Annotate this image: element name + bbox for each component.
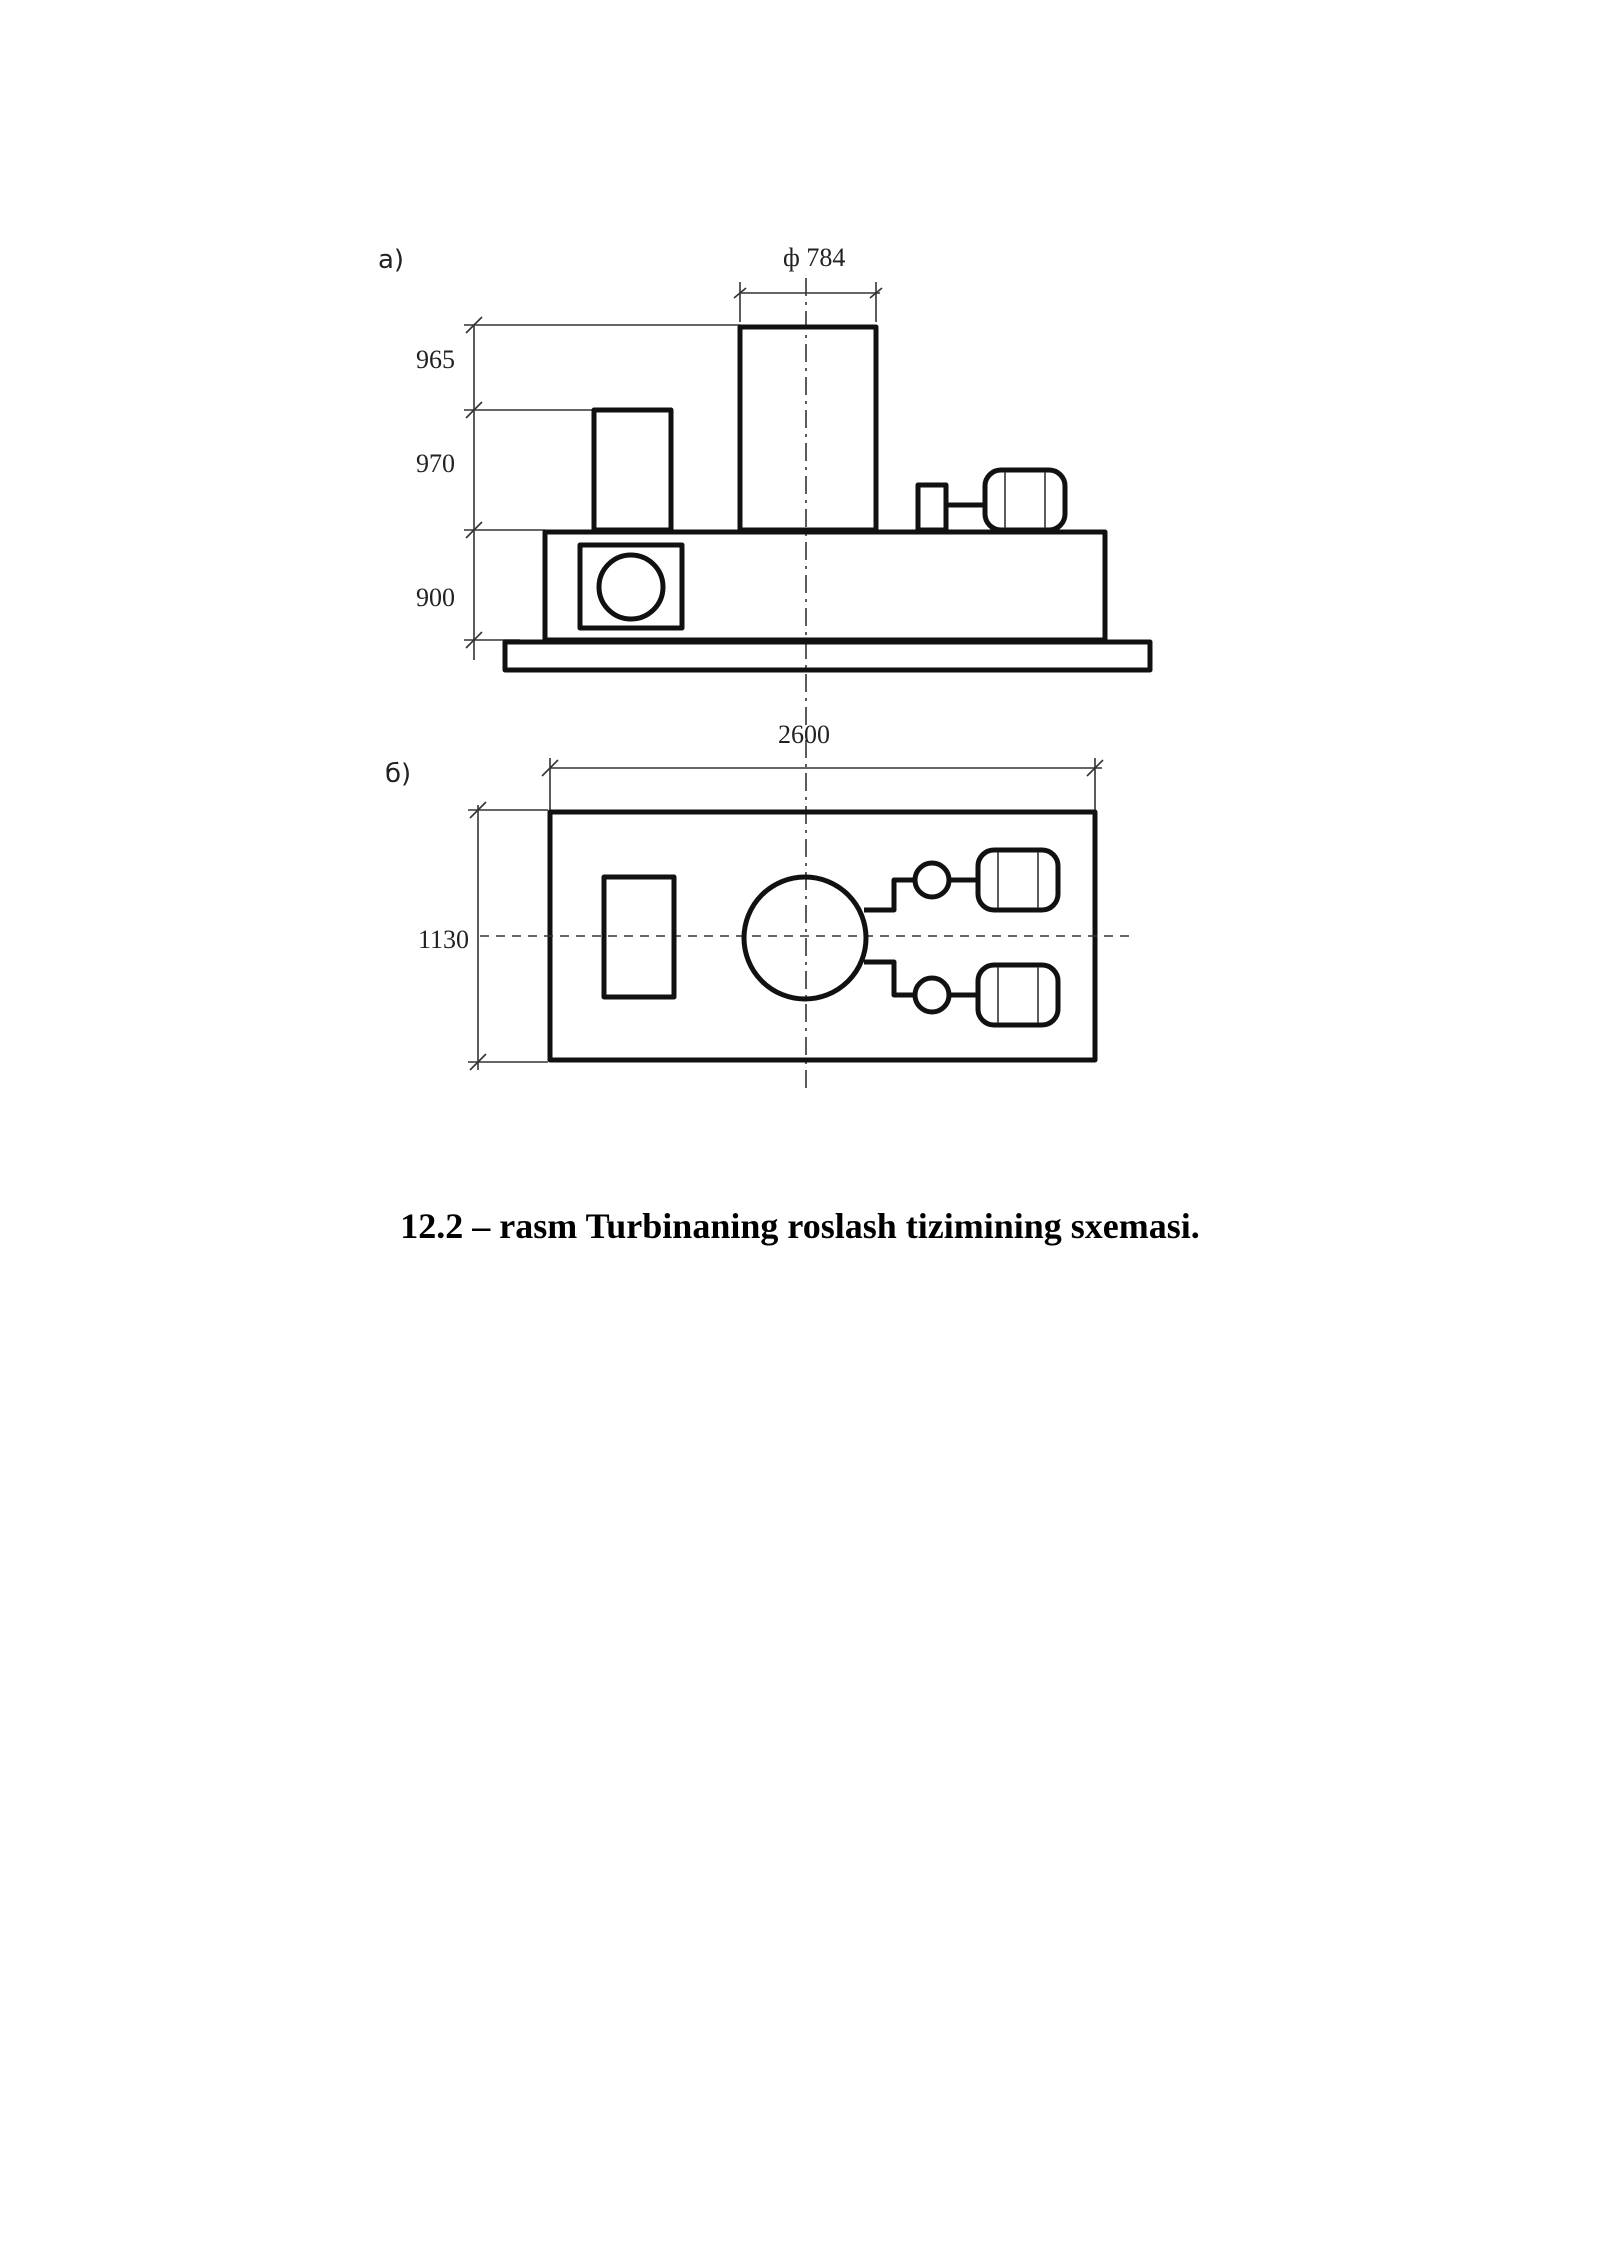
small-tank: [591, 407, 674, 533]
small-tank-plan: [601, 874, 677, 1000]
dimension-height-top-label: 965: [416, 345, 455, 374]
base-housing: [542, 529, 1108, 643]
large-tank: [737, 324, 879, 533]
dimension-height-base-label: 900: [416, 583, 455, 612]
dimension-diameter-line: [733, 282, 883, 322]
dimension-length-line: [541, 758, 1104, 812]
pipe-connections: [864, 877, 915, 998]
view-a-label: а): [378, 245, 404, 275]
dimension-width-label: 1130: [418, 925, 469, 954]
view-b-label: б): [385, 759, 411, 789]
figure-caption: 12.2 – rasm Turbinaning roslash tizimini…: [400, 1206, 1200, 1246]
dimension-width-line: [468, 801, 548, 1071]
pump-motor-unit-side: [915, 467, 1068, 533]
turbine-oil-system-drawing: а) ф 784 965 970 900: [378, 243, 1153, 1090]
dimension-length-label: 2600: [778, 720, 830, 749]
inspection-hatch: [577, 542, 685, 631]
foundation-plate: [502, 639, 1153, 673]
pump-motor-lower-plan: [912, 962, 1061, 1028]
pump-motor-upper-plan: [912, 847, 1061, 913]
large-tank-plan: [741, 874, 869, 1002]
dimension-diameter-label: ф 784: [783, 243, 845, 272]
dimension-height-chain: [464, 316, 740, 660]
dimension-height-mid-label: 970: [416, 449, 455, 478]
